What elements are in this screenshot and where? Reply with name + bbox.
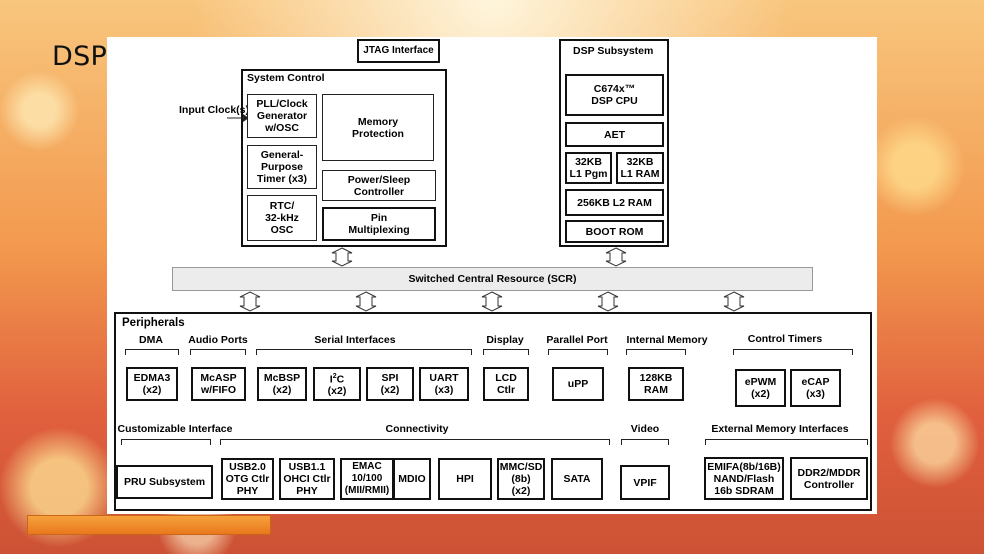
mdio-box: MDIO bbox=[393, 458, 431, 500]
system-control-title: System Control bbox=[247, 72, 325, 84]
edma3-box: EDMA3 (x2) bbox=[126, 367, 178, 401]
memory-protection-box: Memory Protection bbox=[322, 94, 434, 161]
spi-box: SPI (x2) bbox=[366, 367, 414, 401]
pru-subsystem-box: PRU Subsystem bbox=[116, 465, 213, 499]
parallel-brace bbox=[548, 349, 608, 355]
emac-box: EMAC 10/100 (MII/RMII) bbox=[340, 458, 394, 500]
gp-timer-box: General- Purpose Timer (x3) bbox=[247, 145, 317, 189]
epwm-box: ePWM (x2) bbox=[735, 369, 786, 407]
input-clock-arrow bbox=[227, 114, 249, 122]
serial-interfaces-group-label: Serial Interfaces bbox=[314, 334, 396, 346]
scr-bus: Switched Central Resource (SCR) bbox=[172, 267, 813, 291]
vpif-box: VPIF bbox=[620, 465, 670, 500]
mmc-sd-box: MMC/SD (8b) (x2) bbox=[497, 458, 545, 500]
external-memory-brace bbox=[705, 439, 868, 445]
block-diagram: JTAG Interface System Control Input Cloc… bbox=[107, 37, 877, 514]
usb11-ohci-box: USB1.1 OHCI Ctlr PHY bbox=[279, 458, 335, 500]
decorative-bar bbox=[27, 515, 271, 535]
system-control-scr-connector bbox=[331, 247, 353, 267]
hpi-box: HPI bbox=[438, 458, 492, 500]
scr-peripheral-connector-5 bbox=[723, 291, 745, 312]
parallel-port-group-label: Parallel Port bbox=[546, 334, 608, 346]
scr-peripheral-connector-1 bbox=[239, 291, 261, 312]
display-group-label: Display bbox=[486, 334, 524, 346]
dma-group-label: DMA bbox=[139, 334, 163, 346]
pll-clock-generator-box: PLL/Clock Generator w/OSC bbox=[247, 94, 317, 138]
control-timers-brace bbox=[733, 349, 853, 355]
dsp-cpu-box: C674x™ DSP CPU bbox=[565, 74, 664, 116]
audio-ports-group-label: Audio Ports bbox=[188, 334, 248, 346]
customizable-interface-group-label: Customizable Interface bbox=[117, 423, 233, 435]
scr-peripheral-connector-2 bbox=[355, 291, 377, 312]
l1-ram-box: 32KB L1 RAM bbox=[616, 152, 664, 184]
audio-brace bbox=[190, 349, 246, 355]
internal-memory-group-label: Internal Memory bbox=[626, 334, 708, 346]
uart-box: UART (x3) bbox=[419, 367, 469, 401]
l1-pgm-box: 32KB L1 Pgm bbox=[565, 152, 612, 184]
lcd-ctlr-box: LCD Ctlr bbox=[483, 367, 529, 401]
usb20-otg-box: USB2.0 OTG Ctlr PHY bbox=[221, 458, 274, 500]
customizable-brace bbox=[121, 439, 211, 445]
dsp-subsystem-title: DSP Subsystem bbox=[573, 45, 654, 57]
jtag-interface-box: JTAG Interface bbox=[357, 39, 440, 63]
l2-ram-box: 256KB L2 RAM bbox=[565, 189, 664, 216]
input-clock-label: Input Clock(s) bbox=[179, 104, 249, 116]
rtc-osc-box: RTC/ 32-kHz OSC bbox=[247, 195, 317, 241]
connectivity-brace bbox=[220, 439, 610, 445]
ram-128kb-box: 128KB RAM bbox=[628, 367, 684, 401]
dsp-scr-connector bbox=[605, 247, 627, 267]
connectivity-group-label: Connectivity bbox=[385, 423, 449, 435]
ecap-box: eCAP (x3) bbox=[790, 369, 841, 407]
ddr2-mddr-box: DDR2/MDDR Controller bbox=[790, 457, 868, 500]
upp-box: uPP bbox=[552, 367, 604, 401]
emifa-box: EMIFA(8b/16B) NAND/Flash 16b SDRAM bbox=[704, 457, 784, 500]
video-group-label: Video bbox=[630, 423, 660, 435]
control-timers-group-label: Control Timers bbox=[747, 333, 823, 345]
scr-peripheral-connector-4 bbox=[597, 291, 619, 312]
mcbsp-box: McBSP (x2) bbox=[257, 367, 307, 401]
dma-brace bbox=[125, 349, 179, 355]
serial-brace bbox=[256, 349, 472, 355]
sata-box: SATA bbox=[551, 458, 603, 500]
i2c-label: I2C (x2) bbox=[327, 372, 347, 398]
scr-peripheral-connector-3 bbox=[481, 291, 503, 312]
external-memory-group-label: External Memory Interfaces bbox=[711, 423, 849, 435]
pin-multiplexing-box: Pin Multiplexing bbox=[322, 207, 436, 241]
aet-box: AET bbox=[565, 122, 664, 147]
peripherals-title: Peripherals bbox=[122, 317, 185, 329]
power-sleep-controller-box: Power/Sleep Controller bbox=[322, 170, 436, 201]
internal-memory-brace bbox=[626, 349, 686, 355]
boot-rom-box: BOOT ROM bbox=[565, 220, 664, 243]
mcasp-box: McASP w/FIFO bbox=[191, 367, 246, 401]
display-brace bbox=[483, 349, 529, 355]
video-brace bbox=[621, 439, 669, 445]
i2c-box: I2C (x2) bbox=[313, 367, 361, 401]
